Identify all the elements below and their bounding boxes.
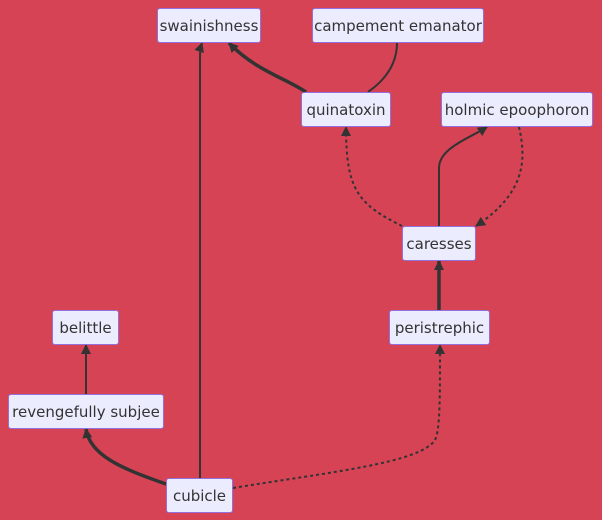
edge-caresses-to-holmic — [438, 126, 488, 226]
node-belittle[interactable]: belittle — [52, 310, 119, 345]
edge-caresses-to-quinatoxin — [341, 126, 403, 227]
edge-cubicle-to-revengefully — [82, 428, 167, 486]
node-cubicle[interactable]: cubicle — [166, 478, 233, 513]
edge-quinatoxin-to-swainishness — [227, 41, 307, 94]
edge-cubicle-to-swainishness — [194, 42, 204, 478]
node-caresses[interactable]: caresses — [402, 226, 476, 261]
node-peristrephic[interactable]: peristrephic — [389, 310, 490, 345]
node-campement-emanator[interactable]: campement emanator — [312, 8, 484, 43]
node-quinatoxin[interactable]: quinatoxin — [301, 92, 391, 127]
edge-holmic-to-caresses — [475, 126, 524, 227]
node-swainishness[interactable]: swainishness — [157, 8, 261, 43]
node-revengefully-subjee[interactable]: revengefully subjee — [8, 394, 164, 429]
node-holmic-epoophoron[interactable]: holmic epoophoron — [441, 92, 593, 127]
edge-quinatoxin-to-campement — [367, 42, 398, 93]
edge-cubicle-to-peristrephic — [232, 344, 445, 489]
